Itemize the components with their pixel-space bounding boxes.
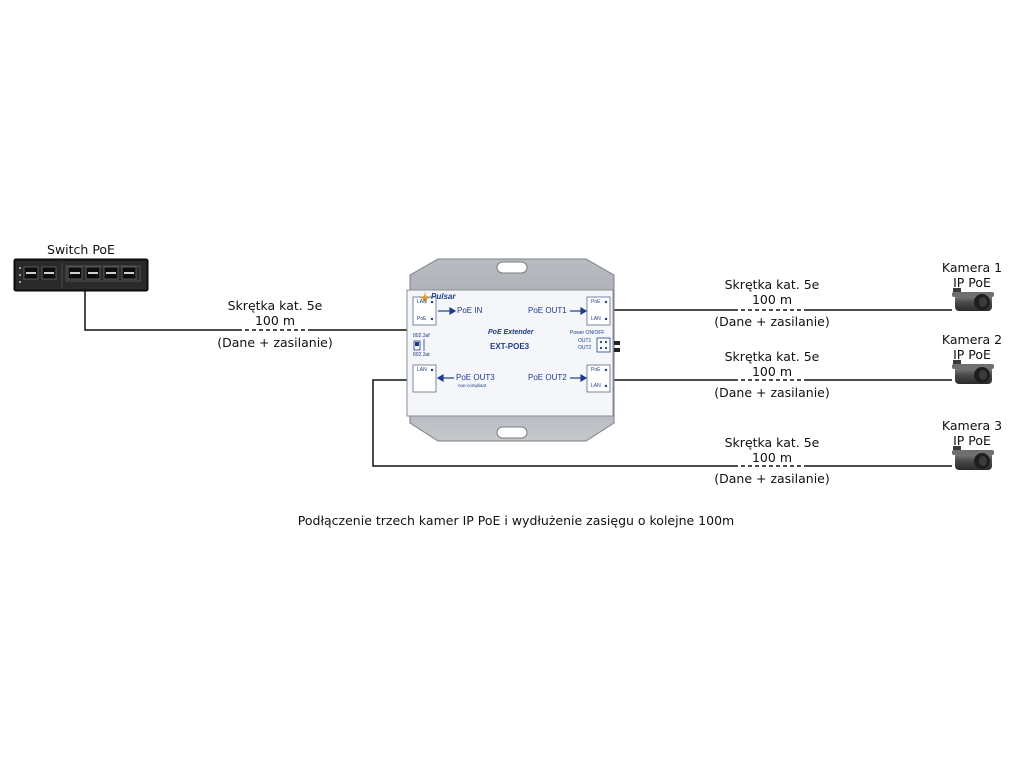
mode-af-label: 802.3af [413,333,430,339]
poe-in-label: PoE IN [457,306,483,315]
cable-out1-note: (Dane + zasilanie) [714,314,830,329]
port-out2-poe-label: PoE [591,367,601,373]
mode-at-label: 802.3at [413,352,430,358]
camera-3-name: Kamera 3 [941,418,1003,433]
arrow-right-icon [570,306,588,316]
camera-3-type: IP PoE [953,433,991,448]
mode-dip-switch [413,339,425,351]
camera-2-name: Kamera 2 [941,332,1003,347]
cable-out2-note: (Dane + zasilanie) [714,385,830,400]
cable-switch-to-extender [84,290,412,331]
switch-label: Switch PoE [47,242,115,257]
cable-out1-length: 100 m [751,292,792,307]
camera-1-type: IP PoE [953,275,991,290]
camera-2-icon [952,360,994,384]
switch-poe-device [13,258,149,292]
cable-in-note: (Dane + zasilanie) [217,335,333,350]
device-model: EXT-POE3 [490,342,530,351]
out2-jumper-label: OUT2 [578,345,592,351]
cable-in-length: 100 m [254,313,295,328]
poe-out2-label: PoE OUT2 [528,373,567,382]
device-brand: Pulsar [431,292,456,301]
non-compliant-label: non-compliant [458,383,487,388]
cable-out1-type: Skrętka kat. 5e [724,277,820,292]
cable-out2-length: 100 m [751,364,792,379]
cable-out3-to-camera-3 [372,379,952,467]
port-out3-lan-label: LAN [417,367,427,373]
port-out1-lan-label: LAN [591,316,601,322]
power-switch-label: Power ON/OFF [570,330,605,336]
arrow-right-icon [570,373,588,383]
cable-out3-note: (Dane + zasilanie) [714,471,830,486]
camera-1-icon [952,288,994,311]
cable-out3-type: Skrętka kat. 5e [724,435,820,450]
camera-1-name: Kamera 1 [941,260,1003,275]
port-in-poe-label: PoE [417,316,427,322]
cable-out2-type: Skrętka kat. 5e [724,349,820,364]
poe-out3-label: PoE OUT3 [456,373,495,382]
cable-in-type: Skrętka kat. 5e [227,298,323,313]
camera-2-type: IP PoE [953,347,991,362]
pulsar-logo-icon [419,292,431,304]
arrow-right-icon [438,306,457,316]
arrow-left-icon [436,373,454,383]
cable-out3-length: 100 m [751,450,792,465]
diagram-caption: Podłączenie trzech kamer IP PoE i wydłuż… [297,513,735,528]
out1-jumper-label: OUT1 [578,338,592,344]
power-jumpers [596,337,620,353]
poe-out1-label: PoE OUT1 [528,306,567,315]
port-out1-poe-label: PoE [591,299,601,305]
port-box-poe-out2 [586,364,611,393]
camera-3-icon [952,446,994,470]
port-in-lan-label: LAN [417,299,427,305]
device-subtitle: PoE Extender [488,329,534,336]
port-box-poe-out3 [412,364,437,393]
port-out2-lan-label: LAN [591,383,601,389]
